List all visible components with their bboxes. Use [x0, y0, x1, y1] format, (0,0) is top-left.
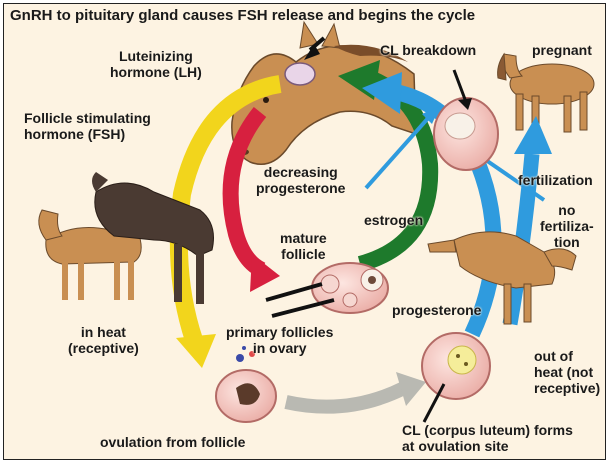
cl-forms-text: CL (corpus luteum) forms at ovulation si…: [402, 422, 573, 454]
ovulation-ovary-icon: [216, 346, 276, 422]
ovulation-label: ovulation from follicle: [100, 434, 245, 450]
in-heat-text: in heat (receptive): [68, 324, 139, 356]
pregnant-label: pregnant: [532, 42, 592, 58]
decreasing-progesterone-text: decreasing progesterone: [256, 164, 345, 196]
primary-follicles-label: primary follicles in ovary: [226, 324, 333, 356]
out-of-heat-text: out of heat (not receptive): [534, 348, 600, 396]
fertilization-label: fertilization: [518, 172, 593, 188]
primary-follicles-text: primary follicles in ovary: [226, 324, 333, 356]
out-of-heat-label: out of heat (not receptive): [534, 348, 600, 396]
in-heat-label: in heat (receptive): [68, 324, 139, 356]
cl-breakdown-ovary-icon: [434, 98, 498, 170]
corpus-luteum-ovary-icon: [422, 333, 490, 399]
reproductive-cycle-diagram: GnRH to pituitary gland causes FSH relea…: [3, 3, 606, 460]
mature-follicle-ovary-icon: [312, 263, 388, 313]
mature-follicle-text: mature follicle: [280, 230, 327, 262]
lh-label: Luteinizing hormone (LH): [110, 48, 202, 80]
fsh-label: Follicle stimulating hormone (FSH): [24, 110, 151, 142]
no-fertilization-label: no fertiliza- tion: [540, 202, 594, 250]
no-fertilization-text: no fertiliza- tion: [540, 202, 594, 250]
decreasing-progesterone-label: decreasing progesterone: [256, 164, 345, 196]
cl-forms-label: CL (corpus luteum) forms at ovulation si…: [402, 422, 573, 454]
pituitary-gland-icon: [285, 63, 315, 85]
estrogen-label: estrogen: [364, 212, 423, 228]
mature-follicle-label: mature follicle: [280, 230, 327, 262]
cl-breakdown-label: CL breakdown: [380, 42, 476, 58]
progesterone-label: progesterone: [392, 302, 481, 318]
fsh-label-text: Follicle stimulating hormone (FSH): [24, 110, 151, 142]
lh-label-text: Luteinizing hormone (LH): [110, 48, 202, 80]
pregnant-mare-icon: [498, 54, 594, 132]
gray-ovulation-arrow: [286, 372, 426, 407]
diagram-title: GnRH to pituitary gland causes FSH relea…: [10, 8, 475, 24]
